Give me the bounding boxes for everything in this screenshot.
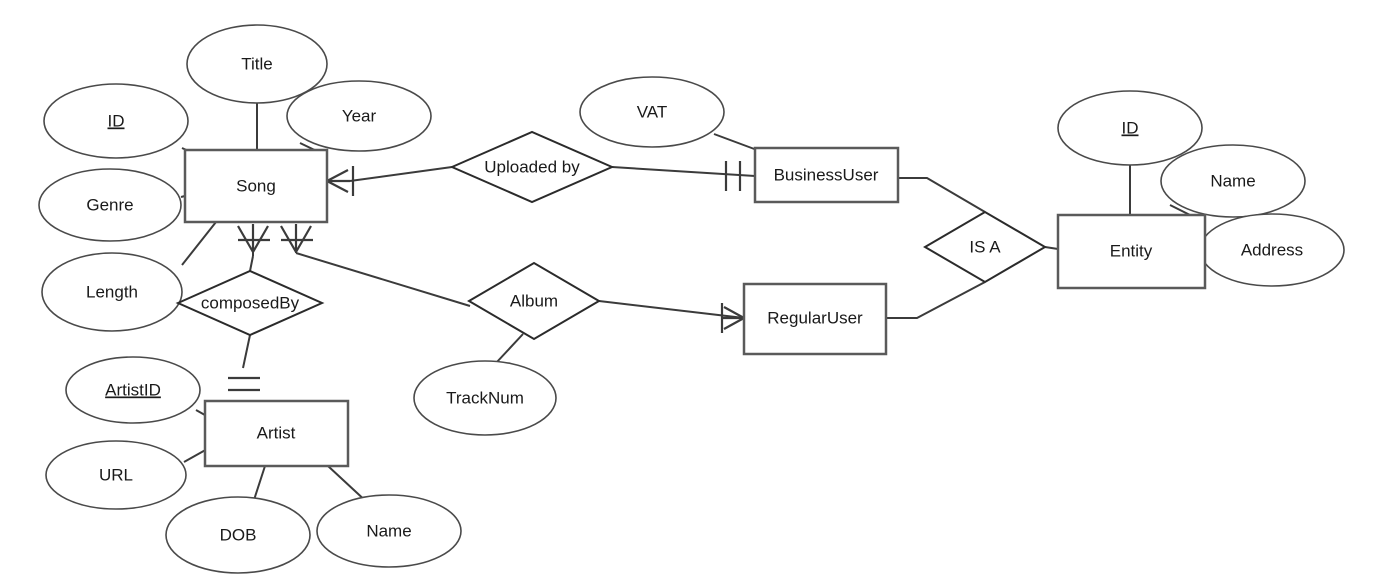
marker-song-many-album [280, 224, 313, 253]
marker-song-many-composedby [237, 224, 270, 253]
entity-businessuser[interactable]: BusinessUser [753, 146, 900, 204]
entity-artist-label: Artist [257, 423, 296, 442]
relationship-composedby-label: composedBy [201, 293, 300, 312]
relationship-isa-label: IS A [969, 237, 1001, 256]
attribute-album-tracknum-label: TrackNum [446, 388, 524, 407]
link-album-regularuser [598, 300, 745, 319]
relationship-diamonds: Uploaded by Album composedBy IS A [175, 130, 1047, 341]
attribute-artist-artistid[interactable]: ArtistID [65, 356, 201, 424]
attribute-song-id-label: ID [108, 111, 125, 130]
attribute-artist-dob[interactable]: DOB [165, 496, 311, 574]
attribute-artist-name-label: Name [366, 521, 411, 540]
relationship-album[interactable]: Album [467, 261, 601, 341]
attribute-song-length-label: Length [86, 282, 138, 301]
attribute-song-year-label: Year [342, 106, 377, 125]
attribute-artist-url[interactable]: URL [45, 440, 187, 510]
attribute-entity-address-label: Address [1241, 240, 1303, 259]
attribute-entity-id[interactable]: ID [1057, 90, 1203, 166]
entity-regularuser[interactable]: RegularUser [742, 282, 888, 356]
attribute-artist-url-label: URL [99, 465, 133, 484]
attribute-entity-name[interactable]: Name [1160, 144, 1306, 218]
entity-artist[interactable]: Artist [203, 399, 350, 468]
link-regularuser-isa [886, 281, 986, 319]
attribute-businessuser-vat[interactable]: VAT [579, 76, 725, 148]
cardinality-markers [228, 161, 745, 392]
relationship-uploaded-by[interactable]: Uploaded by [449, 130, 615, 204]
marker-businessuser-exactly-one [724, 161, 742, 191]
link-uploadedby-businessuser [611, 166, 756, 177]
link-composedby-artist [242, 334, 251, 369]
attribute-song-title[interactable]: Title [186, 24, 328, 104]
entity-boxes: Song BusinessUser RegularUser Artist Ent… [183, 146, 1207, 468]
attribute-song-year[interactable]: Year [286, 80, 432, 152]
entity-regularuser-label: RegularUser [767, 308, 863, 327]
link-isa-entity [1044, 246, 1059, 250]
attribute-artist-dob-label: DOB [220, 525, 257, 544]
entity-businessuser-label: BusinessUser [774, 165, 879, 184]
link-vat-businessuser [713, 133, 758, 151]
link-song-composedby [249, 255, 254, 272]
attribute-entity-name-label: Name [1210, 171, 1255, 190]
link-album-tracknum [495, 333, 524, 364]
attribute-song-genre-label: Genre [86, 195, 133, 214]
link-song-uploadedby [349, 166, 453, 182]
attribute-song-genre[interactable]: Genre [38, 168, 182, 242]
attribute-artist-artistid-label: ArtistID [105, 380, 161, 399]
attribute-entity-id-label: ID [1122, 118, 1139, 137]
relationship-composedby[interactable]: composedBy [175, 269, 325, 337]
link-entity-name [1169, 204, 1191, 216]
attribute-ellipses: ID Title Year Genre Length VAT TrackNum [38, 24, 1345, 574]
entity-entity-label: Entity [1110, 241, 1153, 260]
relationship-isa[interactable]: IS A [923, 210, 1047, 284]
attribute-artist-name[interactable]: Name [316, 494, 462, 568]
marker-artist-exactly-one [228, 376, 260, 392]
marker-song-many-uploadedby [326, 166, 355, 196]
link-artist-dob [252, 465, 266, 504]
link-song-length [181, 221, 217, 266]
entity-song[interactable]: Song [183, 148, 329, 224]
attribute-businessuser-vat-label: VAT [637, 102, 668, 121]
link-businessuser-isa [898, 177, 986, 213]
relationship-album-label: Album [510, 291, 558, 310]
marker-regularuser-one-or-many [720, 303, 745, 333]
attribute-album-tracknum[interactable]: TrackNum [413, 360, 557, 436]
link-song-album [295, 252, 471, 307]
attribute-song-id[interactable]: ID [43, 83, 189, 159]
attribute-song-title-label: Title [241, 54, 273, 73]
entity-song-label: Song [236, 176, 276, 195]
entity-entity[interactable]: Entity [1056, 213, 1207, 290]
attribute-song-length[interactable]: Length [41, 252, 183, 332]
attribute-entity-address[interactable]: Address [1199, 213, 1345, 287]
relationship-uploaded-by-label: Uploaded by [484, 157, 580, 176]
